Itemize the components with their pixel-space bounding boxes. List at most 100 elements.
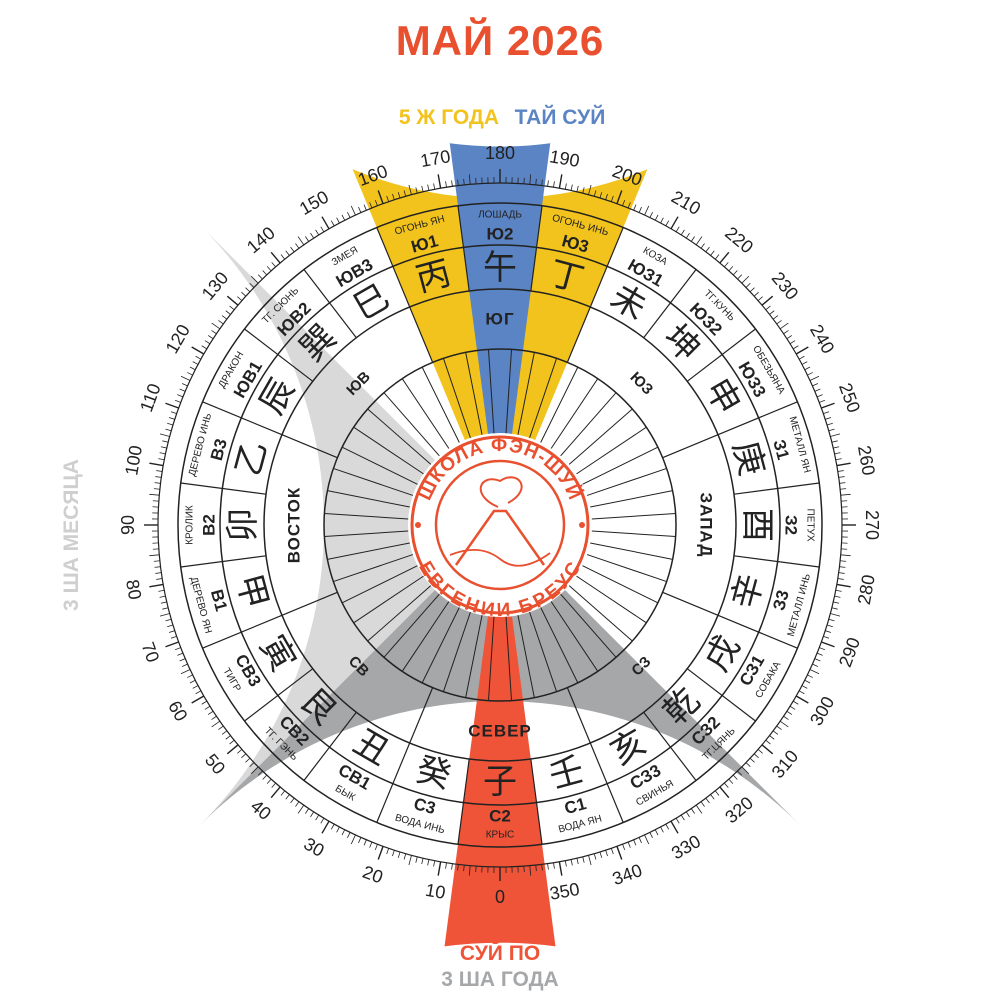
- degree-tick: [710, 250, 715, 256]
- degree-tick: [801, 685, 808, 689]
- degree-tick: [753, 753, 759, 759]
- inner-spoke: [517, 352, 535, 435]
- inner-spoke: [333, 554, 414, 583]
- degree-tick: [553, 862, 555, 869]
- mountain-divider: [733, 555, 820, 568]
- degree-tick: [605, 193, 608, 200]
- mountain-hanzi: 癸: [412, 750, 455, 797]
- mountain-hanzi: 庚: [725, 437, 772, 480]
- degree-tick: [749, 757, 755, 763]
- degree-tick: [831, 440, 838, 443]
- degree-label: 270: [862, 510, 882, 540]
- degree-tick: [804, 679, 811, 684]
- inner-spoke: [324, 530, 409, 538]
- degree-tick: [310, 232, 315, 239]
- degree-tick: [369, 841, 373, 848]
- degree-tick: [330, 220, 335, 227]
- degree-tick: [834, 595, 841, 598]
- degree-tick: [761, 744, 774, 755]
- degree-tick: [837, 470, 844, 472]
- mountain-divider: [180, 482, 267, 495]
- degree-tick: [156, 578, 163, 580]
- degree-tick: [801, 361, 808, 365]
- degree-tick: [649, 832, 653, 838]
- degree-tick: [582, 187, 585, 194]
- mountain-divider: [244, 328, 314, 382]
- direction-label: ЗАПАД: [697, 493, 716, 558]
- degree-tick: [262, 270, 268, 276]
- degree-tick: [627, 202, 631, 209]
- degree-label: 250: [835, 380, 864, 415]
- degree-tick: [377, 190, 384, 204]
- degree-tick: [218, 725, 224, 730]
- degree-tick: [541, 864, 543, 871]
- degree-tick: [305, 236, 310, 242]
- inner-spoke: [487, 616, 495, 701]
- three-sha-month-label: 3 ША МЕСЯЦА: [60, 459, 83, 611]
- degree-tick: [290, 246, 295, 253]
- ring-3: [323, 348, 677, 702]
- degree-tick: [547, 180, 549, 187]
- degree-tick: [153, 560, 160, 562]
- degree-tick: [245, 287, 251, 293]
- degree-tick: [588, 184, 592, 195]
- degree-tick: [795, 695, 809, 704]
- degree-tick: [840, 488, 847, 490]
- degree-tick: [211, 720, 221, 728]
- degree-tick: [529, 865, 532, 876]
- mountain-hanzi: 巳: [347, 277, 396, 329]
- degree-tick: [241, 753, 247, 759]
- mountain-divider: [530, 758, 543, 845]
- degree-tick: [204, 705, 211, 710]
- degree-tick: [828, 428, 835, 432]
- mountain-divider: [530, 205, 543, 292]
- sector-bands: [199, 143, 801, 947]
- degree-tick: [162, 440, 169, 443]
- degree-tick: [336, 217, 340, 224]
- degree-tick: [665, 220, 670, 227]
- degree-tick: [789, 340, 796, 345]
- degree-tick: [195, 355, 202, 360]
- mountain-divider: [376, 227, 411, 308]
- degree-tick: [599, 851, 603, 858]
- degree-tick: [211, 330, 217, 335]
- degree-tick: [336, 826, 340, 833]
- degree-tick: [700, 801, 705, 807]
- degree-tick: [320, 817, 325, 824]
- direction-label: ВОСТОК: [285, 487, 304, 564]
- degree-tick: [665, 823, 670, 830]
- degree-tick: [221, 315, 228, 320]
- mountain-divider: [589, 227, 624, 308]
- degree-tick: [158, 458, 165, 461]
- degree-tick: [285, 794, 290, 800]
- inner-spoke: [540, 607, 579, 684]
- degree-tick: [156, 470, 163, 472]
- three-sha-month-band: [199, 224, 500, 826]
- degree-tick: [610, 848, 614, 855]
- degree-tick: [795, 346, 809, 355]
- degree-tick: [783, 715, 789, 720]
- degree-tick: [685, 232, 690, 239]
- degree-tick: [285, 250, 290, 256]
- direction-divider: [281, 591, 338, 616]
- degree-label: 60: [164, 697, 191, 724]
- degree-tick: [330, 823, 335, 830]
- degree-tick: [838, 476, 845, 478]
- degree-tick: [154, 566, 161, 568]
- degree-tick: [798, 690, 805, 695]
- inner-spoke: [590, 542, 673, 560]
- inner-spoke: [591, 530, 676, 538]
- degree-tick: [772, 315, 779, 320]
- degree-tick: [167, 422, 174, 426]
- ring-2: [263, 288, 737, 762]
- degree-tick: [649, 212, 653, 218]
- mountain-hanzi: 未: [604, 277, 653, 329]
- degree-tick: [347, 212, 351, 218]
- degree-tick: [249, 762, 255, 768]
- degree-tick: [570, 859, 573, 866]
- degree-label: 260: [854, 444, 879, 477]
- degree-label: 230: [768, 268, 803, 304]
- logo-dot: [415, 522, 421, 528]
- degree-tick: [266, 778, 272, 784]
- degree-tick: [271, 782, 276, 788]
